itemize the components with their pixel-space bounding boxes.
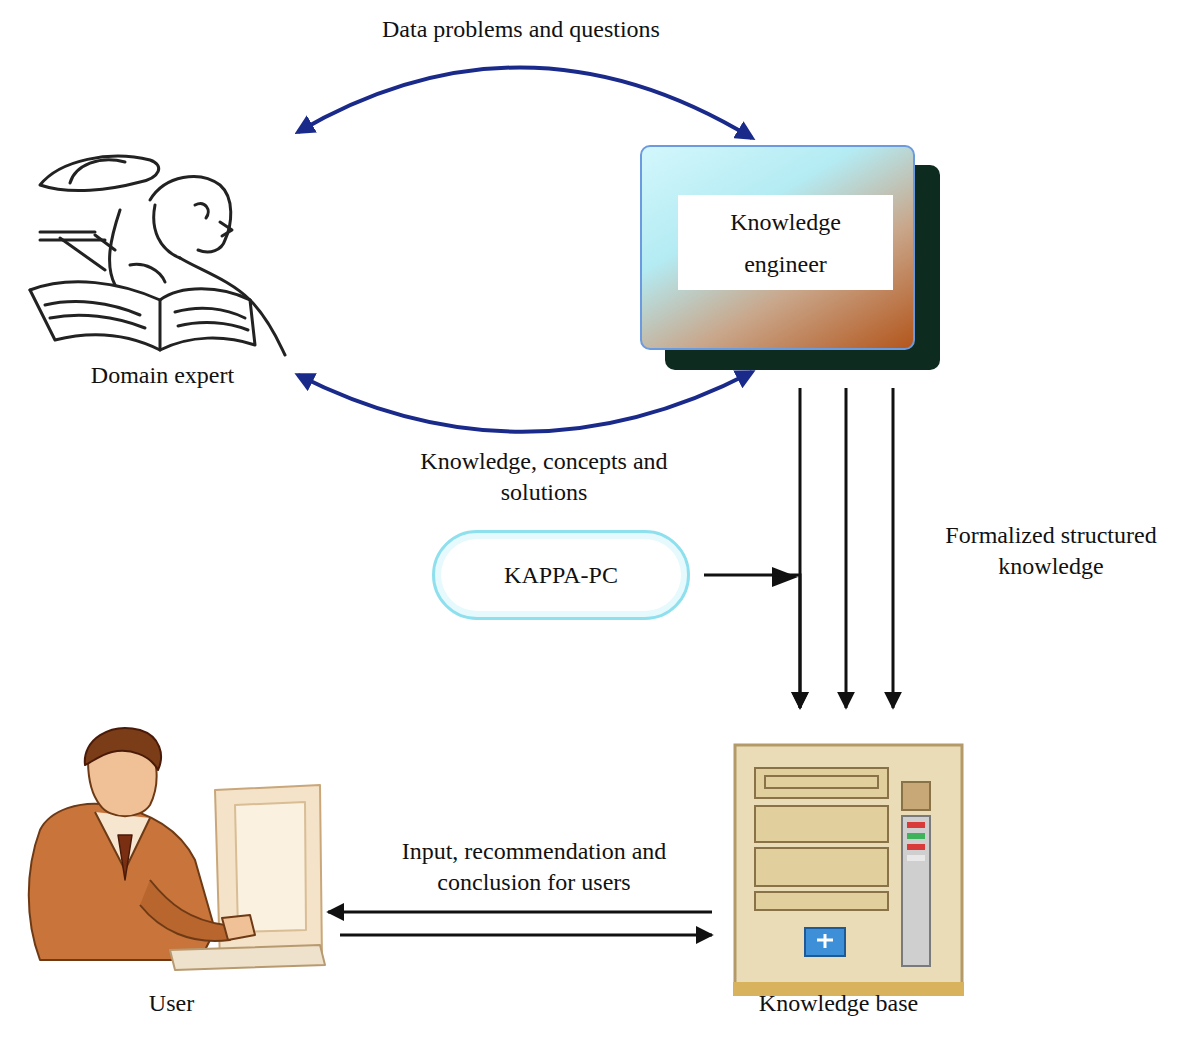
knowledge-base-cabinet [733, 745, 964, 996]
flow-arrow [328, 911, 712, 914]
edge-label: Knowledge, concepts and solutions [406, 446, 682, 508]
edge-label: Formalized structured knowledge [917, 520, 1185, 582]
knowledge-base: Knowledge base [712, 708, 965, 1052]
user: User [15, 730, 328, 1030]
flow-arrow [704, 575, 800, 708]
expert-figure [30, 156, 285, 355]
curved-arrow [298, 372, 752, 432]
node-text: User [15, 988, 328, 1019]
user-figure [29, 728, 325, 970]
node-text: Knowledge base [712, 988, 965, 1019]
flow-arrow [340, 934, 712, 937]
junction-arrowhead [772, 567, 798, 587]
edge-label: Data problems and questions [328, 14, 714, 45]
flow-arrow [892, 388, 895, 708]
knowledge-engineer-box: Knowledge engineer [640, 145, 915, 350]
flow-arrow [845, 388, 848, 708]
kappa-pc-pill: KAPPA-PC [432, 530, 690, 620]
edge-label: Input, recommendation and conclusion for… [366, 836, 702, 898]
node-text: Domain expert [25, 360, 300, 391]
domain-expert: Domain expert [25, 120, 300, 398]
curved-arrow [298, 67, 752, 138]
node-text: KAPPA-PC [435, 533, 687, 617]
node-text: Knowledge engineer [678, 195, 893, 290]
